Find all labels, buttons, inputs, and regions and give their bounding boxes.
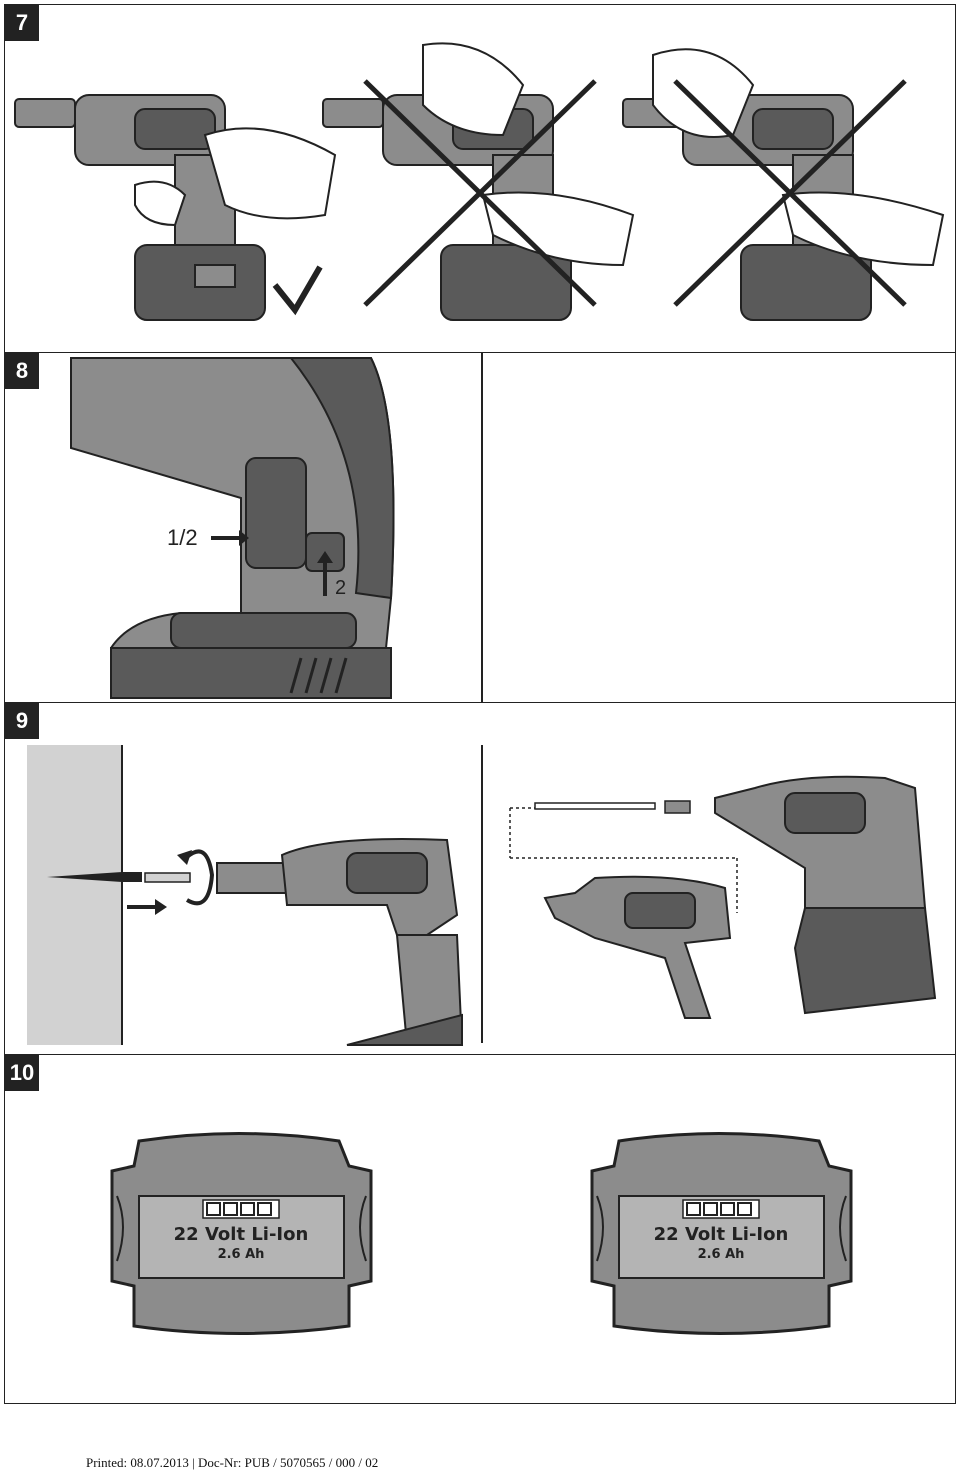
figure-9-divider [481, 745, 483, 1043]
print-footer: Printed: 08.07.2013 | Doc-Nr: PUB / 5070… [86, 1455, 379, 1470]
wall [27, 745, 122, 1045]
cross-mark-icon-a [363, 79, 597, 307]
figure-10-panel: 10 22 Volt Li-Ion 2.6 Ah 22 Volt Li-Ion … [4, 1054, 956, 1404]
figure-7-number: 7 [5, 5, 39, 41]
battery-pack-right: 22 Volt Li-Ion 2.6 Ah [590, 1132, 853, 1335]
figure-8-divider [481, 353, 483, 703]
battery-capacity-left: 2.6 Ah [218, 1247, 265, 1262]
figure-9-screwing-illustration [27, 745, 464, 1046]
drill-wrong-grip-a [322, 42, 635, 321]
drill-correct-grip [14, 94, 337, 321]
figure-8-number: 8 [5, 353, 39, 389]
arrow-up-icon [317, 551, 333, 596]
figure-8-illustration: 1/2 2 [70, 357, 395, 699]
arrow-push-icon [127, 899, 167, 915]
figure-9-number: 9 [5, 703, 39, 739]
rotate-icon [185, 849, 215, 906]
label-step-2: 2 [335, 577, 346, 599]
battery-voltage-left: 22 Volt Li-Ion [174, 1224, 309, 1245]
figure-7-panel: 7 [4, 4, 956, 354]
drill-wrong-grip-b [622, 48, 945, 321]
label-step-1-2: 1/2 [167, 525, 198, 550]
screw [47, 872, 122, 882]
arrow-right-icon [211, 530, 249, 546]
check-mark-icon [272, 265, 323, 316]
cross-mark-icon-b [673, 79, 907, 307]
battery-capacity-right: 2.6 Ah [698, 1247, 745, 1262]
battery-voltage-right: 22 Volt Li-Ion [654, 1224, 789, 1245]
figure-7-illustration [14, 42, 945, 321]
battery-pack-left: 22 Volt Li-Ion 2.6 Ah [110, 1132, 373, 1335]
figure-8-panel: 8 1/2 2 [4, 352, 956, 704]
figure-9-magazine-illustration [509, 775, 937, 1019]
figure-10-number: 10 [5, 1055, 39, 1091]
figure-9-panel: 9 [4, 702, 956, 1056]
